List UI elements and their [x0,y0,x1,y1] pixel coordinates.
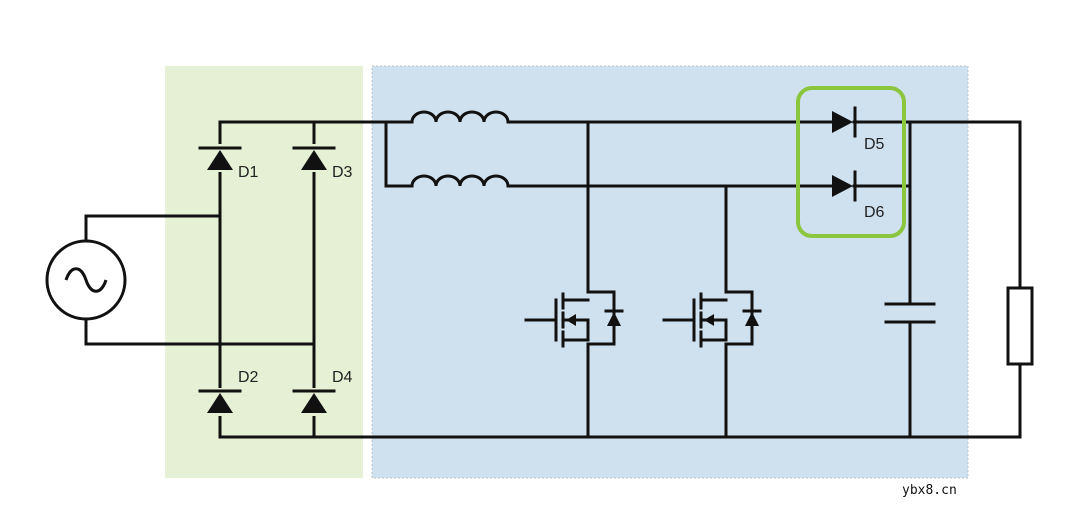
pfc-region [371,65,969,479]
inductor-2 [410,174,510,188]
mosfet-q2 [662,290,762,348]
label-d5: D5 [864,136,885,153]
label-d2: D2 [238,369,259,386]
pfc-wires [384,120,1022,439]
diode-d2: D2 [198,369,259,416]
load-resistor [1006,286,1034,366]
label-d1: D1 [238,164,259,181]
label-d6: D6 [864,204,885,221]
diode-d1: D1 [198,144,259,181]
highlight-box-d5-d6 [796,86,906,238]
label-d3: D3 [332,164,353,181]
label-d4: D4 [332,369,353,386]
ac-source-wires [84,214,316,346]
inductor-1 [410,110,510,124]
ac-source [45,239,127,321]
diode-d5: D5 [832,106,885,153]
diode-d4: D4 [292,369,353,416]
diode-d3: D3 [292,144,353,181]
diode-d6: D6 [832,170,885,221]
mosfet-q1 [524,290,624,348]
rectifier-region [165,66,363,478]
watermark: ybx8.cn [902,483,957,498]
bridge-wires [218,120,1022,439]
capacitor [884,302,936,324]
